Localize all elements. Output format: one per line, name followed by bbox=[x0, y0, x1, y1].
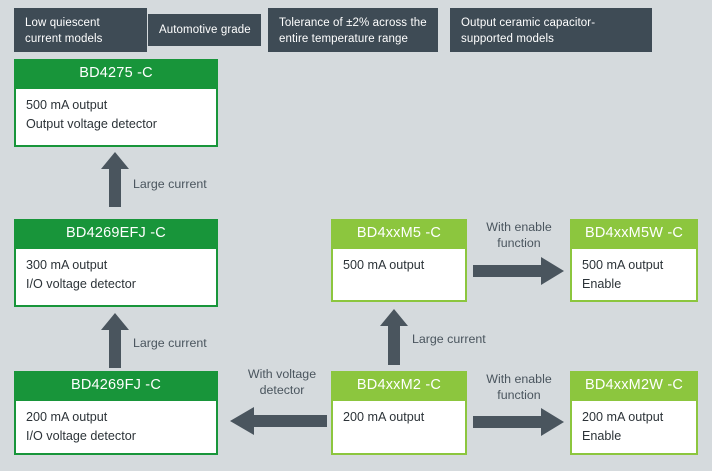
product-specs: 500 mA output Enable bbox=[572, 249, 696, 300]
arrow-label-line: With enable bbox=[486, 372, 552, 386]
product-spec-line: 500 mA output bbox=[26, 98, 108, 112]
product-specs: 500 mA output bbox=[333, 249, 465, 300]
arrow-label-line: function bbox=[497, 236, 541, 250]
product-spec-line: Output voltage detector bbox=[26, 117, 157, 131]
product-specs: 500 mA output Output voltage detector bbox=[16, 89, 216, 145]
feature-chip-line: current models bbox=[25, 33, 103, 45]
product-box-bd4xxm2w-c[interactable]: BD4xxM2W -C 200 mA output Enable bbox=[570, 371, 698, 455]
feature-chip-line: Tolerance of ±2% across the bbox=[279, 17, 427, 29]
product-specs: 200 mA output I/O voltage detector bbox=[16, 401, 216, 453]
arrow-label-line: With voltage bbox=[247, 367, 317, 381]
arrow-label-middle-large-current: Large current bbox=[412, 331, 486, 347]
arrow-label-left-upper-large-current: Large current bbox=[133, 176, 207, 192]
product-spec-line: 300 mA output bbox=[26, 258, 108, 272]
product-title: BD4xxM5W -C bbox=[570, 219, 698, 249]
product-specs: 300 mA output I/O voltage detector bbox=[16, 249, 216, 305]
feature-chip-line: entire temperature range bbox=[279, 33, 408, 45]
arrow-voltage-detector bbox=[230, 406, 328, 436]
arrow-label-voltage-detector: With voltage detector bbox=[230, 366, 334, 398]
product-title: BD4275 -C bbox=[14, 59, 218, 89]
feature-chip-line: Output ceramic capacitor- bbox=[461, 17, 596, 29]
feature-chip-line: supported models bbox=[461, 33, 555, 45]
product-box-bd4xxm5w-c[interactable]: BD4xxM5W -C 500 mA output Enable bbox=[570, 219, 698, 302]
product-title: BD4269EFJ -C bbox=[14, 219, 218, 249]
arrow-label-line: Large current bbox=[133, 177, 207, 191]
product-specs: 200 mA output bbox=[333, 401, 465, 453]
product-spec-line: Enable bbox=[582, 277, 622, 291]
arrow-middle-large-current bbox=[379, 309, 409, 365]
product-spec-line: Enable bbox=[582, 429, 622, 443]
feature-chip-automotive-grade: Automotive grade bbox=[148, 14, 261, 46]
arrow-label-line: Large current bbox=[412, 332, 486, 346]
product-title: BD4269FJ -C bbox=[14, 371, 218, 401]
arrow-label-line: detector bbox=[259, 383, 305, 397]
arrow-label-line: Large current bbox=[133, 336, 207, 350]
arrow-left-lower-large-current bbox=[100, 313, 130, 368]
feature-chip-low-quiescent: Low quiescent current models bbox=[14, 8, 147, 52]
product-box-bd4269efj-c[interactable]: BD4269EFJ -C 300 mA output I/O voltage d… bbox=[14, 219, 218, 307]
arrow-label-m2-enable: With enable function bbox=[471, 371, 567, 403]
product-spec-line: I/O voltage detector bbox=[26, 277, 136, 291]
arrow-label-line: With enable bbox=[486, 220, 552, 234]
product-specs: 200 mA output Enable bbox=[572, 401, 696, 453]
feature-chip-tolerance: Tolerance of ±2% across the entire tempe… bbox=[268, 8, 438, 52]
feature-chip-line: Low quiescent bbox=[25, 17, 100, 29]
product-spec-line: 500 mA output bbox=[582, 258, 664, 272]
product-box-bd4xxm5-c[interactable]: BD4xxM5 -C 500 mA output bbox=[331, 219, 467, 302]
product-title: BD4xxM2 -C bbox=[331, 371, 467, 401]
product-title: BD4xxM5 -C bbox=[331, 219, 467, 249]
arrow-left-upper-large-current bbox=[100, 152, 130, 207]
product-spec-line: 200 mA output bbox=[343, 410, 425, 424]
product-spec-line: 200 mA output bbox=[26, 410, 108, 424]
feature-chip-line: Automotive grade bbox=[159, 24, 251, 36]
arrow-label-left-lower-large-current: Large current bbox=[133, 335, 207, 351]
arrow-m5-enable bbox=[473, 256, 565, 286]
product-box-bd4269fj-c[interactable]: BD4269FJ -C 200 mA output I/O voltage de… bbox=[14, 371, 218, 455]
arrow-label-line: function bbox=[497, 388, 541, 402]
arrow-m2-enable bbox=[473, 407, 565, 437]
arrow-label-m5-enable: With enable function bbox=[471, 219, 567, 251]
product-title: BD4xxM2W -C bbox=[570, 371, 698, 401]
product-box-bd4275-c[interactable]: BD4275 -C 500 mA output Output voltage d… bbox=[14, 59, 218, 147]
product-spec-line: I/O voltage detector bbox=[26, 429, 136, 443]
feature-chip-output-ceramic: Output ceramic capacitor- supported mode… bbox=[450, 8, 652, 52]
product-box-bd4xxm2-c[interactable]: BD4xxM2 -C 200 mA output bbox=[331, 371, 467, 455]
product-spec-line: 200 mA output bbox=[582, 410, 664, 424]
product-spec-line: 500 mA output bbox=[343, 258, 425, 272]
